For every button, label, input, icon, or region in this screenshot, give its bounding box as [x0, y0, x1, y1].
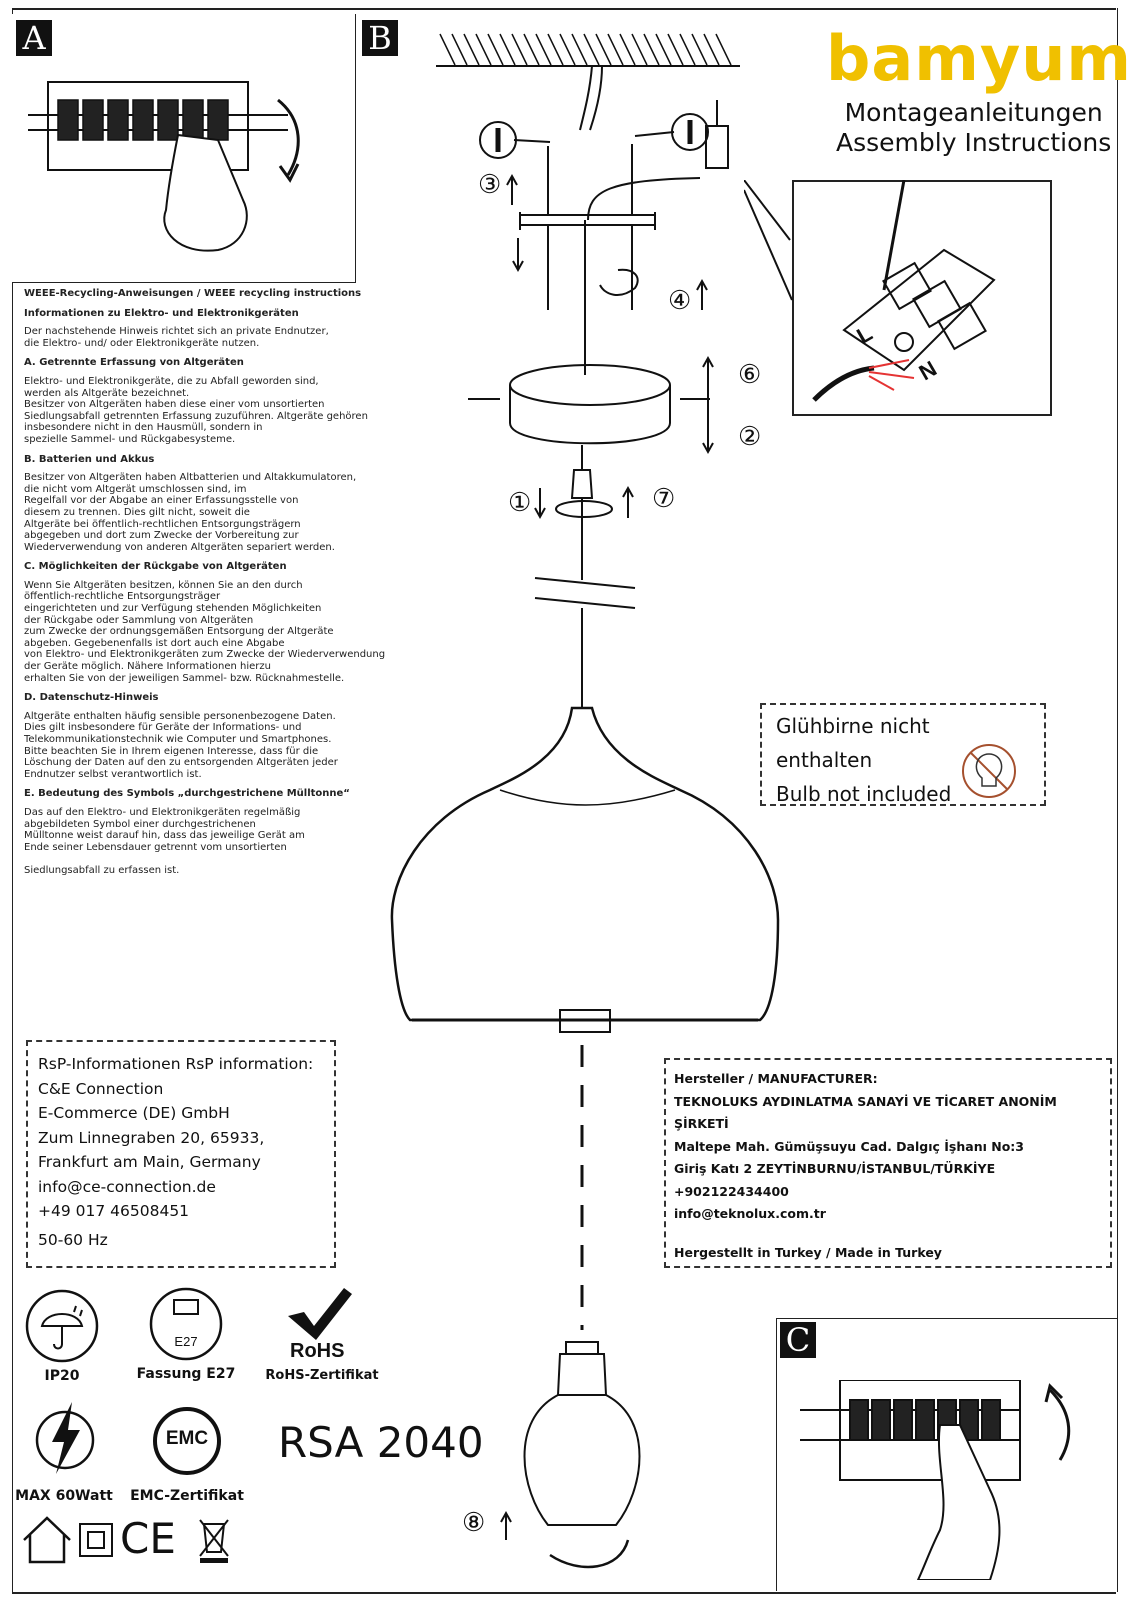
max-watt-label: MAX 60Watt	[15, 1488, 113, 1504]
emc-icon	[153, 1407, 221, 1475]
manufacturer-line-1: TEKNOLUKS AYDINLATMA SANAYİ VE TİCARET A…	[674, 1093, 1057, 1132]
emc-mark: EMC	[165, 1428, 209, 1449]
rsp-line-4: Frankfurt am Main, Germany	[38, 1153, 261, 1171]
step-8: ⑧	[462, 1508, 486, 1538]
manufacturer-info: Hersteller / MANUFACTURER: TEKNOLUKS AYD…	[664, 1058, 1112, 1268]
no-bulb-icon	[962, 744, 1016, 798]
page-frame	[12, 8, 1118, 1592]
ip20-label: IP20	[44, 1368, 80, 1384]
top-rule	[12, 8, 1116, 10]
manufacturer-line-3: Giriş Katı 2 ZEYTİNBURNU/İSTANBUL/TÜRKİY…	[674, 1161, 996, 1176]
step-4: ④	[668, 286, 692, 316]
weee-text-b: Besitzer von Altgeräten haben Altbatteri…	[24, 472, 357, 553]
panel-c-tag: C	[780, 1322, 816, 1358]
ce-mark: CE	[120, 1514, 176, 1563]
rsp-line-2: E-Commerce (DE) GmbH	[38, 1104, 230, 1122]
rsp-title: RsP-Informationen RsP information:	[38, 1055, 314, 1073]
panel-a-tag: A	[16, 20, 52, 56]
bottom-rule	[12, 1592, 1116, 1594]
weee-text-a: Elektro- und Elektronikgeräte, die zu Ab…	[24, 375, 368, 445]
manufacturer-made-in: Hergestellt in Turkey / Made in Turkey	[674, 1244, 942, 1260]
earth-symbol-icon	[894, 332, 914, 352]
wiring-detail-drawing	[744, 180, 996, 402]
manufacturer-line-5: info@teknolux.com.tr	[674, 1206, 826, 1221]
weee-subtitle: Informationen zu Elektro- und Elektronik…	[24, 307, 299, 319]
weee-text: WEEE-Recycling-Anweisungen / WEEE recycl…	[24, 288, 444, 877]
step-3: ③	[478, 170, 502, 200]
bulb-notice: Glühbirne nicht enthalten Bulb not inclu…	[760, 703, 1046, 806]
e27-code: E27	[174, 1334, 198, 1349]
panel-b-tag: B	[362, 20, 398, 56]
rsp-line-5: info@ce-connection.de	[38, 1177, 216, 1196]
weee-intro: Der nachstehende Hinweis richtet sich an…	[24, 326, 329, 349]
brand-logo: bamyum	[826, 22, 1131, 95]
indoor-house-icon	[23, 1516, 71, 1564]
step-2: ②	[738, 422, 762, 452]
class-ii-icon	[79, 1523, 113, 1557]
weee-text-d: Altgeräte enthalten häufig sensible pers…	[24, 710, 338, 780]
weee-heading-b: B. Batterien und Akkus	[24, 453, 155, 465]
rohs-mark: RoHS	[290, 1340, 345, 1362]
emc-label: EMC-Zertifikat	[130, 1488, 244, 1504]
wiring-detail	[792, 180, 1052, 416]
weee-text-c: Wenn Sie Altgeräten besitzen, können Sie…	[24, 579, 386, 684]
title-en: Assembly Instructions	[836, 128, 1112, 157]
weee-heading-a: A. Getrennte Erfassung von Altgeräten	[24, 357, 244, 369]
breaker-switch-off-icon	[28, 81, 300, 252]
title-block: Montageanleitungen Assembly Instructions	[836, 98, 1111, 158]
max-watt-lightning-icon	[35, 1402, 95, 1474]
rsp-line-3: Zum Linnegraben 20, 65933,	[38, 1128, 265, 1147]
rsp-line-6: +49 017 46508451	[38, 1202, 190, 1220]
ip20-umbrella-icon	[25, 1289, 99, 1363]
step-7: ⑦	[652, 484, 676, 514]
rsp-info: RsP-Informationen RsP information: C&E C…	[26, 1040, 336, 1268]
weee-heading-d: D. Datenschutz-Hinweis	[24, 692, 159, 704]
e27-socket-icon	[149, 1287, 223, 1361]
bulb-notice-de: Glühbirne nicht enthalten	[776, 714, 930, 772]
manufacturer-line-4: +902122434400	[674, 1183, 789, 1199]
rsp-frequency: 50-60 Hz	[38, 1230, 108, 1249]
breaker-switch-on-icon	[800, 1380, 1071, 1580]
title-de: Montageanleitungen	[844, 98, 1103, 127]
weee-heading-e: E. Bedeutung des Symbols „durchgestriche…	[24, 788, 350, 800]
manufacturer-label: Hersteller / MANUFACTURER:	[674, 1071, 878, 1086]
rsp-line-1: C&E Connection	[38, 1079, 164, 1098]
assembly-diagram	[390, 33, 780, 1569]
rohs-label: RoHS-Zertifikat	[265, 1368, 379, 1383]
model-number: RSA 2040	[278, 1418, 484, 1467]
weee-bin-icon	[199, 1519, 229, 1563]
e27-label: Fassung E27	[136, 1366, 236, 1382]
weee-text-e: Das auf den Elektro- und Elektronikgerät…	[24, 806, 305, 876]
manufacturer-line-2: Maltepe Mah. Gümüşsuyu Cad. Dalgıç İşhan…	[674, 1138, 1024, 1154]
weee-title: WEEE-Recycling-Anweisungen / WEEE recycl…	[24, 288, 362, 299]
weee-heading-c: C. Möglichkeiten der Rückgabe von Altger…	[24, 561, 287, 573]
step-6: ⑥	[738, 360, 762, 390]
rohs-check-icon	[288, 1288, 352, 1340]
step-1: ①	[508, 488, 532, 518]
bulb-notice-en: Bulb not included	[776, 782, 952, 806]
